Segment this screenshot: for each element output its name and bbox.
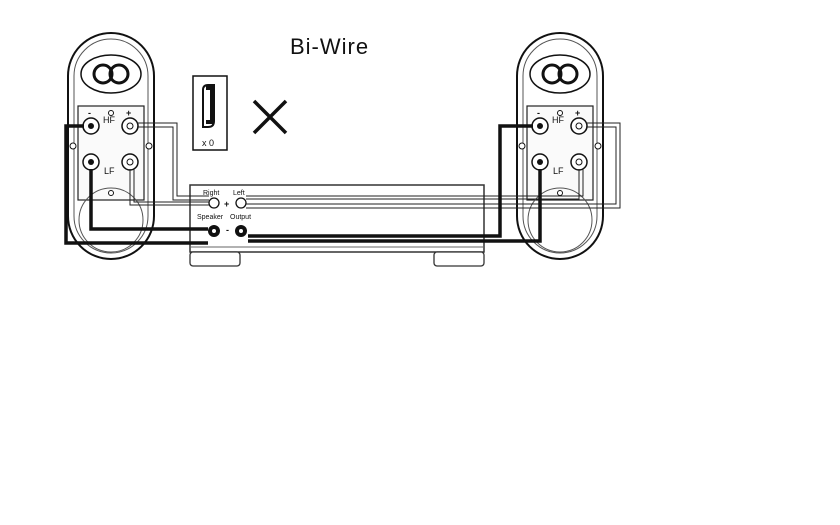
jumper-indicator: x 0	[192, 75, 228, 151]
amp-terminal-left-plus	[235, 197, 247, 209]
binding-post-lf-plus	[121, 153, 139, 171]
speaker-left: - + HF LF	[67, 32, 155, 260]
binding-post-hf-minus	[531, 117, 549, 135]
binding-post-lf-minus	[531, 153, 549, 171]
hf-label: HF	[103, 115, 115, 125]
binding-post-lf-plus	[570, 153, 588, 171]
amplifier: Right Left + - Speaker Output	[189, 184, 485, 267]
jumper-count: x 0	[202, 138, 214, 148]
diagram-title: Bi-Wire	[290, 34, 369, 59]
amp-terminal-right-minus	[208, 225, 220, 237]
amp-speaker-label: Speaker	[197, 214, 224, 221]
amp-terminal-right-plus	[208, 197, 220, 209]
brand-logo	[529, 54, 591, 94]
positive-wires	[129, 122, 621, 209]
amp-output-label: Output	[230, 214, 251, 221]
minus-label: -	[537, 108, 540, 118]
plus-label: +	[575, 108, 580, 118]
cross-icon	[252, 99, 288, 135]
minus-label: -	[88, 108, 91, 118]
binding-post-hf-minus	[82, 117, 100, 135]
amp-left-label: Left	[233, 190, 245, 197]
amp-foot-left	[189, 251, 241, 267]
binding-post-hf-plus	[570, 117, 588, 135]
brand-logo	[80, 54, 142, 94]
amp-terminal-left-minus	[235, 225, 247, 237]
amp-plus-label: +	[224, 199, 229, 209]
speaker-right: - + HF LF	[516, 32, 604, 260]
jumper-bar-icon	[202, 84, 215, 128]
lf-label: LF	[104, 166, 115, 176]
amp-right-label: Right	[203, 190, 219, 197]
amp-foot-right	[433, 251, 485, 267]
binding-post-lf-minus	[82, 153, 100, 171]
hf-label: HF	[552, 115, 564, 125]
amp-minus-label: -	[226, 225, 229, 235]
plus-label: +	[126, 108, 131, 118]
lf-label: LF	[553, 166, 564, 176]
binding-post-hf-plus	[121, 117, 139, 135]
negative-wires	[64, 124, 542, 245]
